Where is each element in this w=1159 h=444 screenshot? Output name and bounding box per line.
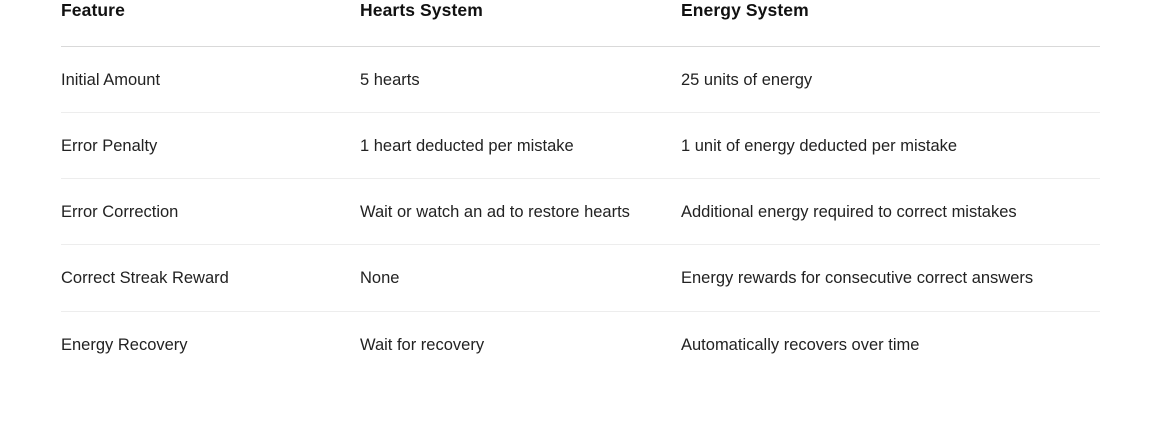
cell-feature: Error Correction	[61, 178, 360, 246]
table-row: Energy Recovery Wait for recovery Automa…	[61, 311, 1100, 377]
table-row: Correct Streak Reward None Energy reward…	[61, 244, 1100, 312]
table-row: Error Correction Wait or watch an ad to …	[61, 178, 1100, 246]
comparison-table: Feature Hearts System Energy System Init…	[61, 0, 1100, 377]
table-header-row: Feature Hearts System Energy System	[61, 0, 1100, 47]
table-header: Feature Hearts System Energy System	[61, 0, 1100, 47]
column-header-feature: Feature	[61, 0, 360, 47]
column-header-hearts-system: Hearts System	[360, 0, 681, 47]
cell-energy: Additional energy required to correct mi…	[681, 178, 1100, 246]
cell-hearts: Wait for recovery	[360, 335, 485, 354]
cell-hearts: 1 heart deducted per mistake	[360, 112, 681, 180]
table-row: Error Penalty 1 heart deducted per mista…	[61, 112, 1100, 180]
cell-energy: 25 units of energy	[681, 46, 1100, 114]
column-header-energy-system: Energy System	[681, 0, 1100, 47]
cell-energy: Automatically recovers over time	[681, 335, 920, 354]
cell-feature: Energy Recovery	[61, 335, 188, 354]
comparison-table-container: Feature Hearts System Energy System Init…	[61, 0, 1100, 377]
cell-energy: Energy rewards for consecutive correct a…	[681, 244, 1100, 312]
cell-feature: Correct Streak Reward	[61, 244, 360, 312]
cell-feature: Initial Amount	[61, 46, 360, 114]
cell-energy: 1 unit of energy deducted per mistake	[681, 112, 1100, 180]
cell-feature: Error Penalty	[61, 112, 360, 180]
cell-hearts: 5 hearts	[360, 46, 681, 114]
table-body: Initial Amount 5 hearts 25 units of ener…	[61, 46, 1100, 376]
cell-hearts: Wait or watch an ad to restore hearts	[360, 178, 681, 246]
cell-hearts: None	[360, 244, 681, 312]
table-row: Initial Amount 5 hearts 25 units of ener…	[61, 46, 1100, 114]
